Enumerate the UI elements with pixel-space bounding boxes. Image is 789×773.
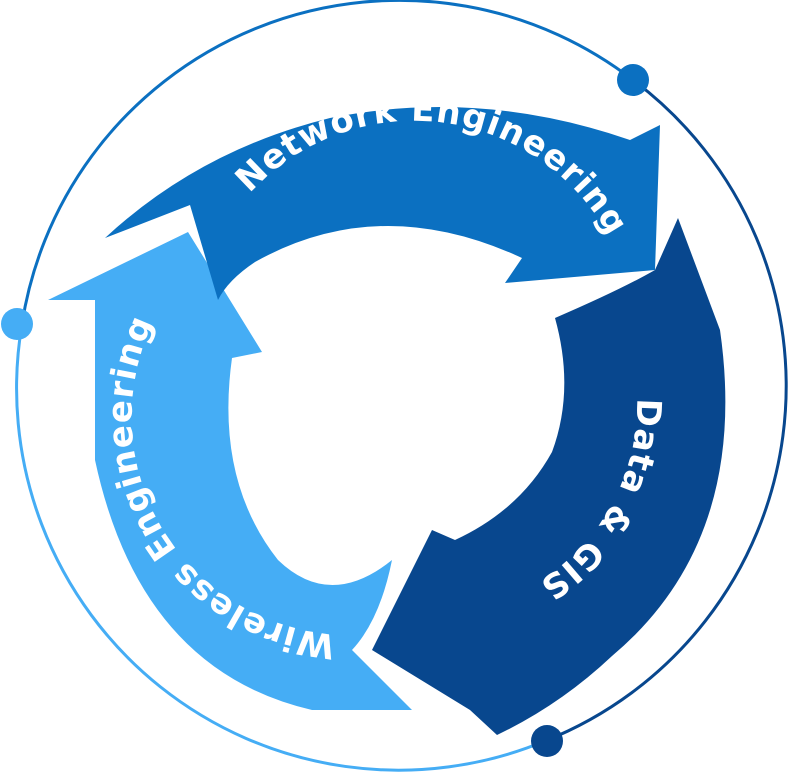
wireless-arrow <box>48 232 412 710</box>
ring-dot-left <box>1 308 33 340</box>
outer-ring-arc-light <box>15 323 546 772</box>
data-gis-arrow <box>372 218 726 735</box>
ring-dot-top-right <box>617 64 649 96</box>
outer-ring-arc-top <box>20 0 634 325</box>
outer-ring-arc-dark <box>544 78 788 743</box>
network-arrow <box>105 107 660 301</box>
ring-dot-bottom <box>531 725 563 757</box>
